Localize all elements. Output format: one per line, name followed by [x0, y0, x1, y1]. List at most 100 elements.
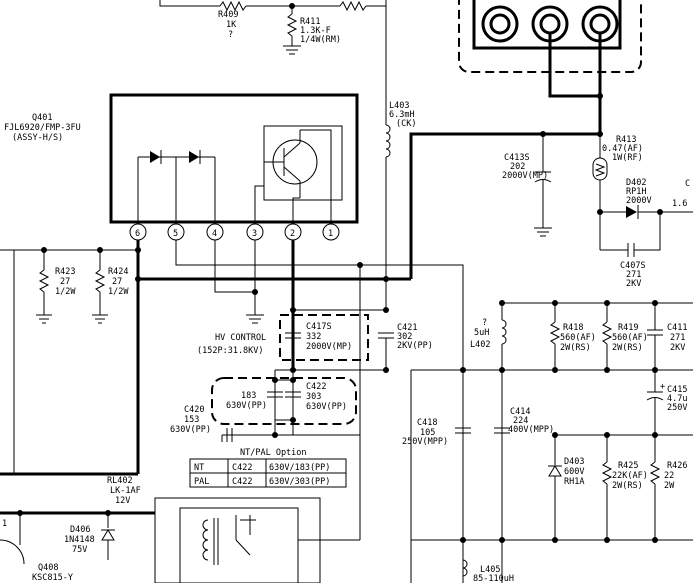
- d403-part: RH1A: [564, 477, 584, 487]
- q401-pin-5: 5: [173, 229, 178, 239]
- c417-ref: C417S: [306, 322, 332, 332]
- r413-rating: 1W(RF): [612, 153, 643, 163]
- r423-value: 27: [60, 277, 70, 287]
- edge-c-ref: C: [685, 179, 690, 189]
- r411-rating: 1/4W(RM): [300, 35, 341, 45]
- c407-ref: C407S: [620, 261, 646, 271]
- ntpal-row-2-part: C422: [232, 477, 252, 487]
- edge-c-value: 1.6: [672, 199, 687, 209]
- l402-value: 5uH: [474, 328, 489, 338]
- r419-value: 560(AF): [612, 333, 648, 343]
- c422-value: 303: [306, 392, 321, 402]
- r424-value: 27: [112, 277, 122, 287]
- d402-ref: D402: [626, 178, 646, 188]
- d403-ref: D403: [564, 457, 584, 467]
- c422-left-value: 183: [241, 391, 256, 401]
- edge-r-value: 1: [2, 519, 7, 529]
- main-wiring: +: [0, 6, 693, 583]
- rl402-ref: RL402: [107, 476, 133, 486]
- l405-ref: L405: [480, 565, 500, 575]
- ntpal-row-1-mode: NT: [194, 463, 204, 473]
- d406-part: 1N4148: [64, 535, 95, 545]
- c420-ref: C420: [184, 405, 204, 415]
- q408-ref: Q408: [38, 563, 58, 573]
- c415-ref: C415: [667, 385, 687, 395]
- r419-ref: R419: [618, 323, 638, 333]
- c417-rating: 2000V(MP): [306, 342, 352, 352]
- c414-rating: 400V(MPP): [508, 425, 554, 435]
- q401-pin-4: 4: [212, 229, 217, 239]
- c422-rating: 630V(PP): [306, 402, 347, 412]
- d406-ref: D406: [70, 525, 90, 535]
- d406-rating: 75V: [72, 545, 87, 555]
- c418-rating: 250V(MPP): [402, 437, 448, 447]
- c417-option-box: [279, 314, 369, 361]
- r426-value: 22: [664, 471, 674, 481]
- c413-rating: 2000V(MP): [502, 171, 548, 181]
- r413-ref: R413: [616, 135, 636, 145]
- r426-rating: 2W: [664, 481, 675, 491]
- r425-value: 22K(AF): [612, 471, 648, 481]
- r413-value: 0.47(AF): [602, 144, 643, 154]
- c414-ref: C414: [510, 407, 530, 417]
- l402-ref: L402: [470, 340, 490, 350]
- ntpal-row-2-mode: PAL: [194, 477, 209, 487]
- r425-rating: 2W(RS): [612, 481, 643, 491]
- c411-rating: 2KV: [670, 343, 685, 353]
- q401-pin-6: 6: [135, 229, 140, 239]
- q401-part: FJL6920/FMP-3FU: [4, 123, 81, 133]
- q401-ref: Q401: [32, 113, 52, 123]
- q401-pin-3: 3: [252, 229, 257, 239]
- c418-ref: C418: [417, 418, 437, 428]
- r418-value: 560(AF): [560, 333, 596, 343]
- c407-rating: 2KV: [626, 279, 641, 289]
- r418-ref: R418: [563, 323, 583, 333]
- r409-tol: ?: [228, 30, 233, 40]
- r425-ref: R425: [618, 461, 638, 471]
- q401-pin-1: 1: [328, 229, 333, 239]
- hv-control-range: (152P:31.8KV): [197, 346, 264, 356]
- top-wiring: [159, 0, 387, 55]
- connector-block: [458, 0, 642, 134]
- r411-ref: R411: [300, 17, 320, 27]
- r426-ref: R426: [667, 461, 687, 471]
- ntpal-table: [189, 458, 347, 488]
- rl402-part: LK-1AF: [110, 486, 141, 496]
- r409-ref: R409: [218, 10, 238, 20]
- c415-rating: 250V: [667, 403, 687, 413]
- c422-option-box: [211, 377, 357, 425]
- c421-ref: C421: [397, 323, 417, 333]
- ntpal-row-2-value: 630V/303(PP): [269, 477, 330, 487]
- l403-type: (CK): [396, 119, 416, 129]
- rl402-rating: 12V: [115, 496, 130, 506]
- c421-value: 302: [397, 332, 412, 342]
- r423-ref: R423: [55, 267, 75, 277]
- ntpal-row-1-value: 630V/183(PP): [269, 463, 330, 473]
- c415-plus: +: [660, 382, 665, 392]
- c407-value: 271: [626, 270, 641, 280]
- c411-value: 271: [670, 333, 685, 343]
- c418-value: 105: [420, 428, 435, 438]
- d403-rating: 600V: [564, 467, 584, 477]
- l403-value: 6.3mH: [389, 110, 415, 120]
- ntpal-title: NT/PAL Option: [240, 448, 307, 458]
- c413-ref: C413S: [504, 153, 530, 163]
- q401-package: [109, 93, 359, 232]
- l403-ref: L403: [389, 101, 409, 111]
- q401-pins: [129, 223, 340, 241]
- c415-value: 4.7u: [667, 394, 687, 404]
- r424-ref: R424: [108, 267, 128, 277]
- c420-value: 153: [184, 415, 199, 425]
- c414-value: 224: [513, 416, 528, 426]
- ntpal-row-1-part: C422: [232, 463, 252, 473]
- r424-rating: 1/2W: [108, 287, 129, 297]
- q401-note: (ASSY-H/S): [12, 133, 63, 143]
- c422-left-rating: 630V(PP): [226, 401, 267, 411]
- r418-rating: 2W(RS): [560, 343, 591, 353]
- c420-rating: 630V(PP): [170, 425, 211, 435]
- c421-rating: 2KV(PP): [397, 341, 433, 351]
- c417-value: 332: [306, 332, 321, 342]
- q408-part: KSC815-Y: [32, 573, 73, 583]
- r423-rating: 1/2W: [55, 287, 76, 297]
